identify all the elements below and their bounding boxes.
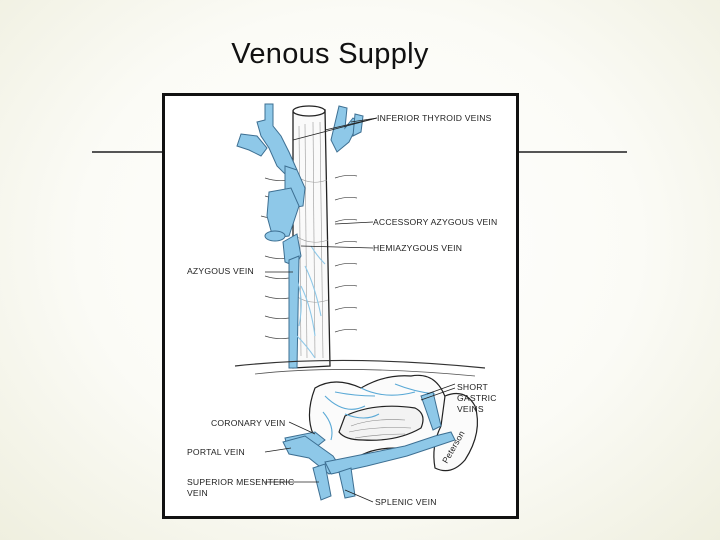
label-short-gastric-veins-line2: GASTRIC [457, 393, 497, 403]
label-accessory-azygous-vein: ACCESSORY AZYGOUS VEIN [373, 217, 497, 227]
label-short-gastric-veins-line1: SHORT [457, 382, 488, 392]
label-azygous-vein: AZYGOUS VEIN [187, 266, 254, 276]
esophagus [292, 105, 331, 369]
leader-lines [264, 117, 456, 503]
title-underline-left [92, 151, 164, 153]
label-superior-mesenteric-vein-line1: SUPERIOR MESENTERIC [187, 477, 294, 487]
label-hemiazygous-vein: HEMIAZYGOUS VEIN [373, 243, 462, 253]
label-portal-vein: PORTAL VEIN [187, 447, 245, 457]
portal-system-veins [282, 391, 456, 501]
label-coronary-vein: CORONARY VEIN [211, 418, 285, 428]
venous-supply-illustration: Peterson [162, 93, 519, 519]
anatomy-drawing: Peterson [187, 103, 497, 507]
stomach-rugae [348, 419, 412, 439]
label-splenic-vein: SPLENIC VEIN [375, 497, 437, 507]
label-inferior-thyroid-veins: INFERIOR THYROID VEINS [377, 113, 492, 123]
intercostal-lines [260, 174, 358, 340]
slide-title: Venous Supply [231, 38, 429, 70]
label-superior-mesenteric-vein-line2: VEIN [187, 488, 208, 498]
label-short-gastric-veins-line3: VEINS [457, 404, 484, 414]
diaphragm-line-lower [254, 369, 476, 377]
title-underline-right [516, 151, 627, 153]
esophageal-venules [294, 245, 326, 359]
spleen [433, 393, 478, 472]
diaphragm-line [234, 359, 486, 369]
thyroid-and-azygous-veins [236, 103, 364, 369]
